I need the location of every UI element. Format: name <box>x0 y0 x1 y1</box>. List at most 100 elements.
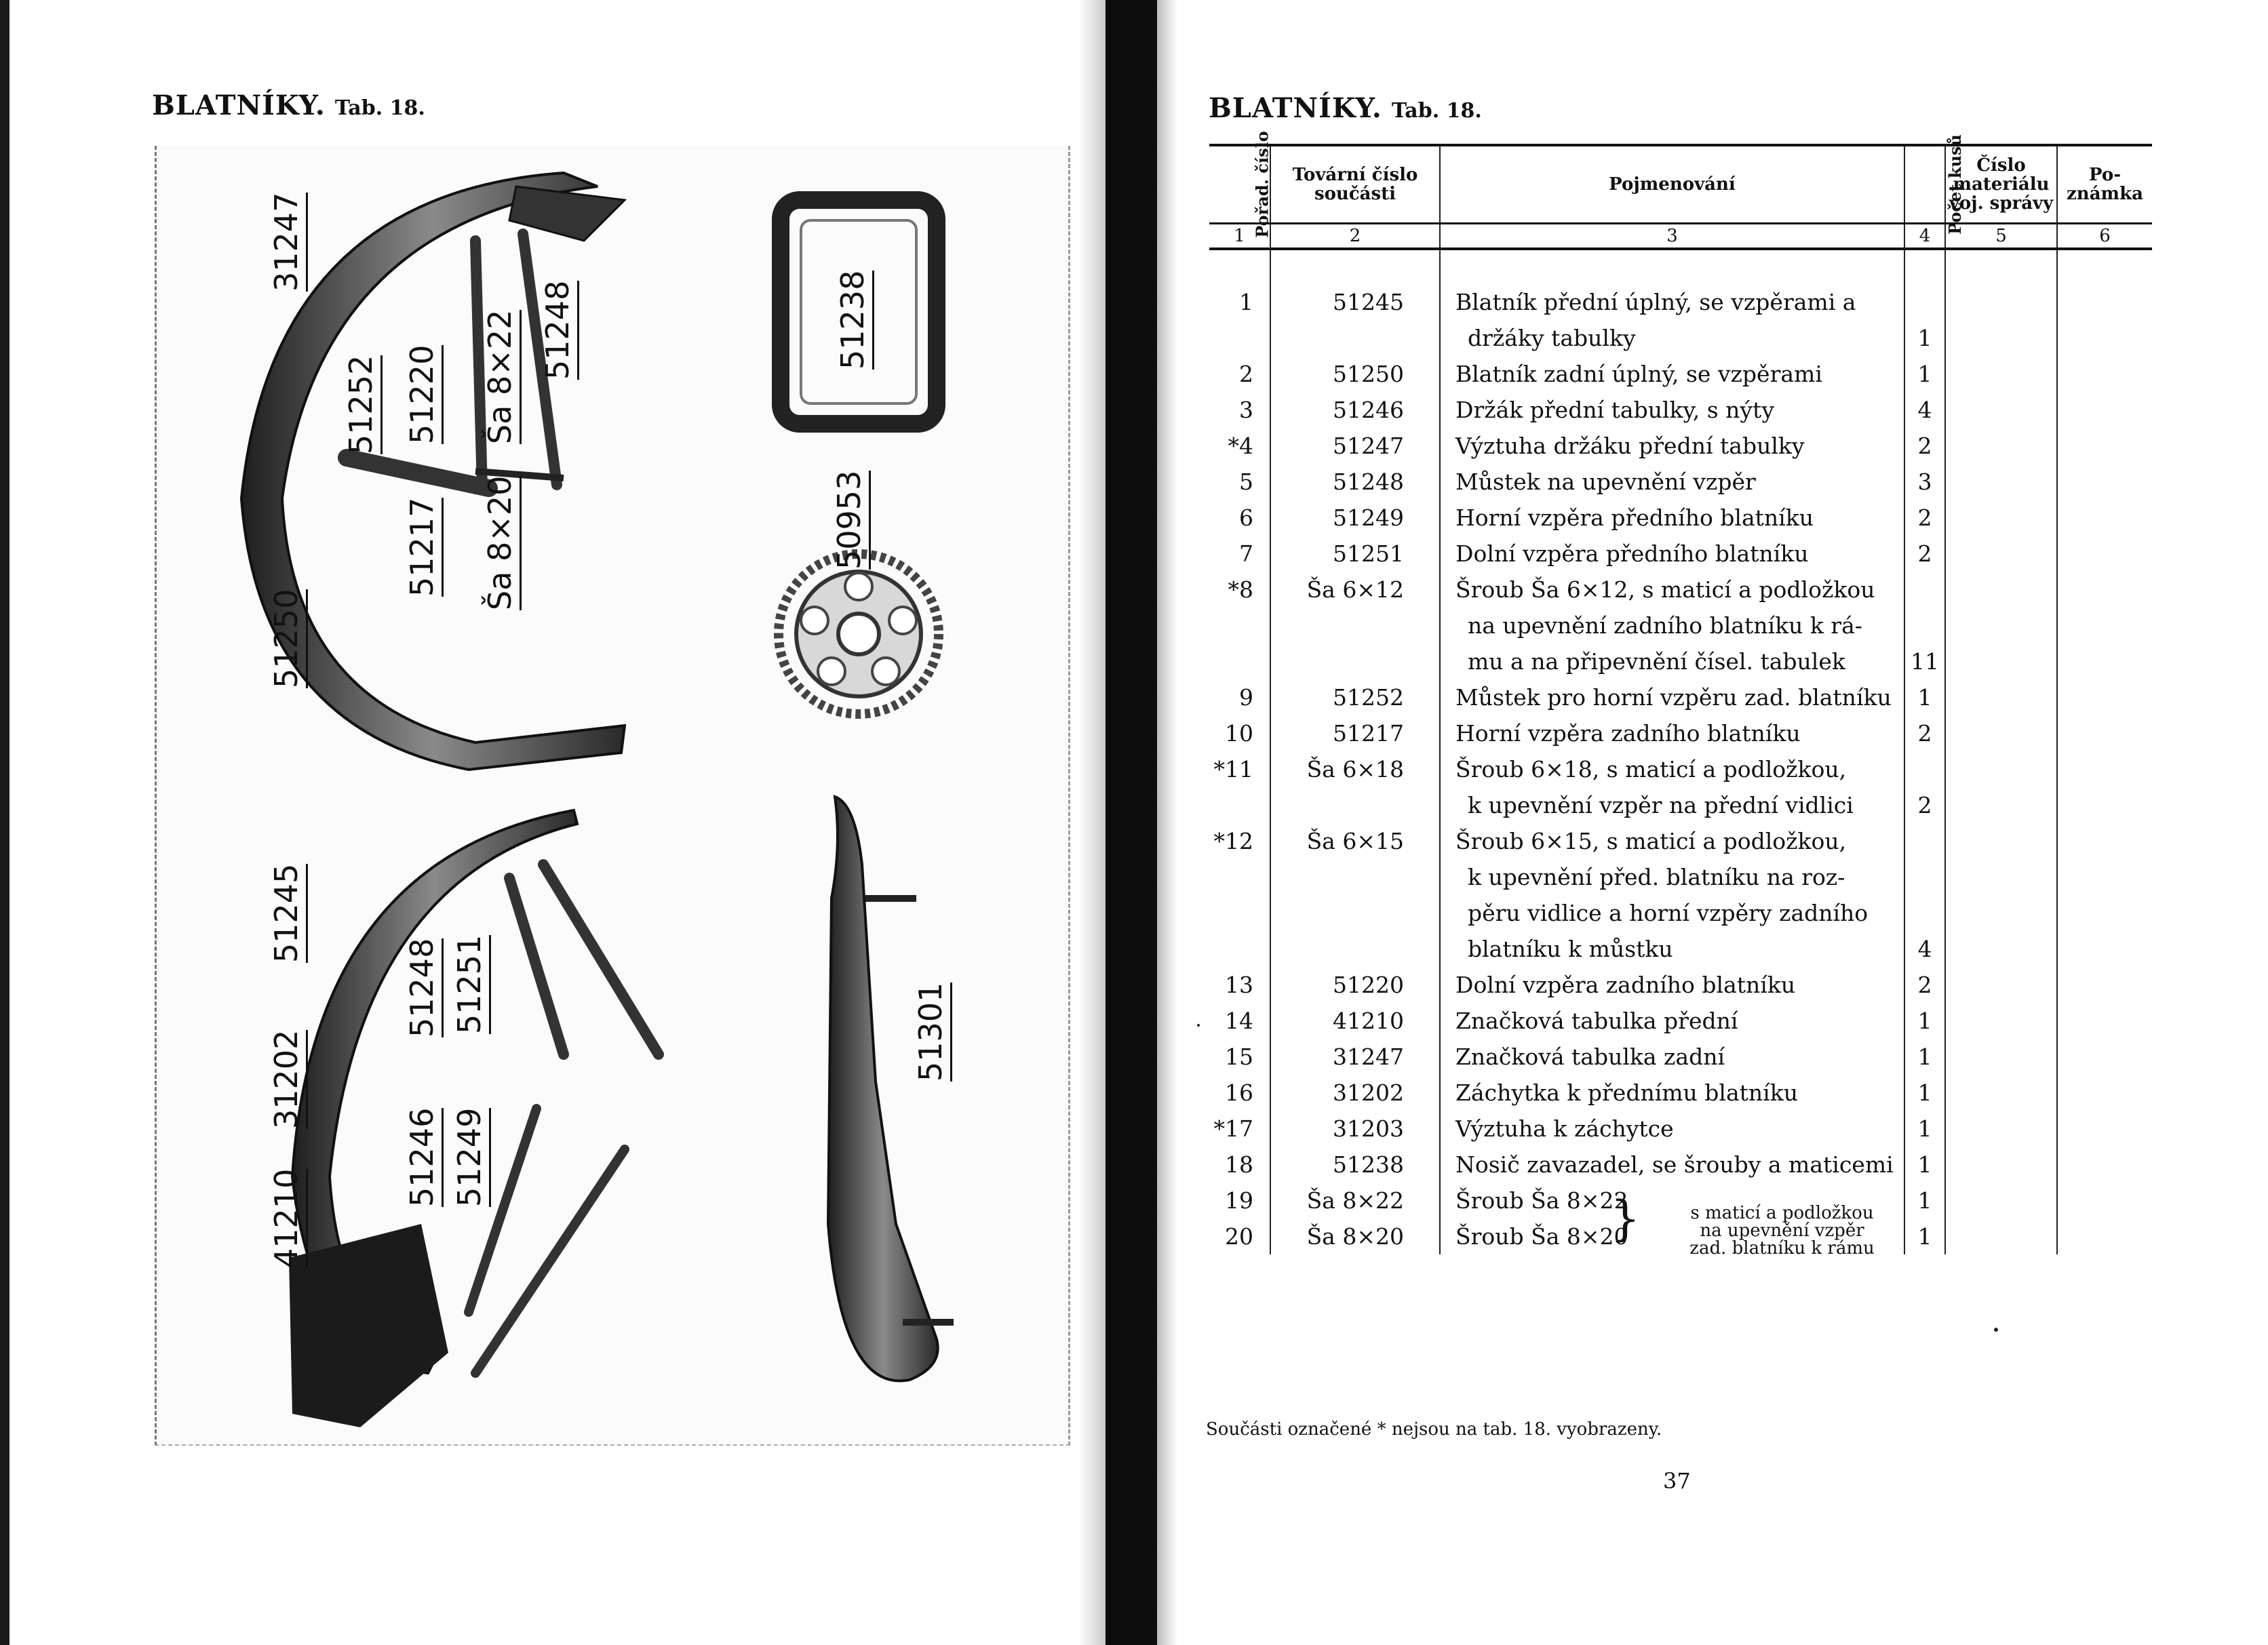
table-row: pěru vidlice a horní vzpěry zadního <box>1209 895 2152 931</box>
cell-note <box>2056 320 2152 356</box>
part-label: 51301 <box>912 982 952 1082</box>
cell-factory-number: 51251 <box>1270 536 1440 572</box>
scan-edge <box>0 0 9 1645</box>
cell-material-number <box>1944 572 2057 608</box>
cell-order-number: *12 <box>1213 828 1254 854</box>
cell-factory-number: Ša 8×22 <box>1270 1183 1440 1218</box>
cell-quantity: 2 <box>1904 715 1945 751</box>
header-name: Pojmenování <box>1439 144 1904 224</box>
cell-name: mu a na připevnění čísel. tabulek <box>1439 643 1904 679</box>
cell-factory-number: 51246 <box>1270 392 1440 428</box>
cell-material-number <box>1944 1111 2057 1147</box>
header-note: Po- známka <box>2056 144 2152 224</box>
cell-name: Šroub 6×18, s maticí a podložkou, <box>1439 751 1904 787</box>
cell-note <box>2056 464 2152 500</box>
footnote: Součásti označené * nejsou na tab. 18. v… <box>1206 1419 1662 1440</box>
cell-name: Šroub Ša 8×20 <box>1439 1218 1904 1254</box>
cell-note <box>2056 751 2152 787</box>
header-factory-number: Tovární číslo součásti <box>1270 144 1440 224</box>
cell-factory-number <box>1270 643 1440 679</box>
cell-quantity: 4 <box>1904 931 1945 967</box>
cell-material-number <box>1944 500 2057 536</box>
cell-order-number <box>1209 608 1270 643</box>
part-label: 50953 <box>831 470 871 570</box>
cell-order-number: 14 <box>1225 1008 1253 1034</box>
cell-name: Horní vzpěra předního blatníku <box>1439 500 1904 536</box>
cell-note <box>2056 500 2152 536</box>
cell-quantity: 1 <box>1904 1218 1945 1254</box>
cell-order-number: 2 <box>1239 361 1253 387</box>
chain-guard-drawing <box>826 795 954 1383</box>
cell-material-number <box>1944 1003 2057 1039</box>
cell-quantity: 1 <box>1904 356 1945 392</box>
cell-factory-number <box>1270 608 1440 643</box>
cell-quantity <box>1904 572 1945 608</box>
cell-name: Šroub 6×15, s maticí a podložkou, <box>1439 823 1904 859</box>
front-fender-drawing <box>289 808 664 1427</box>
cell-name: Šroub Ša 6×12, s maticí a podložkou <box>1439 572 1904 608</box>
cell-note <box>2056 392 2152 428</box>
cell-order-number <box>1209 643 1270 679</box>
scan-speck <box>1994 1328 1998 1332</box>
cell-factory-number: Ša 6×12 <box>1270 572 1440 608</box>
parts-drawing <box>239 171 954 1427</box>
cell-quantity <box>1904 859 1945 895</box>
cell-order-number: 1 <box>1239 289 1253 315</box>
header-quantity: Počet kusů <box>1904 134 1965 235</box>
cell-material-number <box>1944 787 2057 823</box>
cell-note <box>2056 823 2152 859</box>
cell-order-number: *4 <box>1228 433 1254 459</box>
cell-material-number <box>1944 1218 2057 1254</box>
column-number: 4 <box>1904 223 1945 250</box>
cell-quantity: 2 <box>1904 787 1945 823</box>
cell-factory-number: 51249 <box>1270 500 1440 536</box>
cell-name: pěru vidlice a horní vzpěry zadního <box>1439 895 1904 931</box>
table-spacer-row <box>1209 249 2152 284</box>
cell-factory-number: 51217 <box>1270 715 1440 751</box>
cell-name: Výztuha držáku přední tabulky <box>1439 428 1904 464</box>
spacer-cell <box>2056 249 2152 284</box>
cell-material-number <box>1944 931 2057 967</box>
cell-order-number <box>1209 320 1270 356</box>
cell-name: Dolní vzpěra předního blatníku <box>1439 536 1904 572</box>
cell-note <box>2056 679 2152 715</box>
cell-order-number <box>1209 931 1270 967</box>
cell-name: blatníku k můstku <box>1439 931 1904 967</box>
cell-material-number <box>1944 320 2057 356</box>
cell-note <box>2056 643 2152 679</box>
part-label: Ša 8×20 <box>482 475 522 610</box>
cell-name: na upevnění zadního blatníku k rá- <box>1439 608 1904 643</box>
part-label: 41210 <box>268 1168 308 1268</box>
cell-quantity: 11 <box>1904 643 1945 679</box>
cell-material-number <box>1944 608 2057 643</box>
cell-material-number <box>1944 356 2057 392</box>
column-number: 3 <box>1439 223 1904 250</box>
cell-note <box>2056 1183 2152 1218</box>
brace-note-line: na upevnění vzpěr <box>1700 1221 1864 1241</box>
part-label: 51245 <box>268 863 308 963</box>
part-label: 31247 <box>268 192 308 292</box>
cell-material-number <box>1944 1147 2057 1183</box>
cell-note <box>2056 895 2152 931</box>
table-row: na upevnění zadního blatníku k rá- <box>1209 608 2152 643</box>
cell-note <box>2056 715 2152 751</box>
cell-factory-number: 51238 <box>1270 1147 1440 1183</box>
cell-name: Horní vzpěra zadního blatníku <box>1439 715 1904 751</box>
cell-order-number: 18 <box>1225 1151 1253 1178</box>
cell-order-number: 16 <box>1225 1079 1253 1106</box>
cell-note <box>2056 608 2152 643</box>
cell-order-number <box>1209 859 1270 895</box>
cell-material-number <box>1944 464 2057 500</box>
cell-quantity: 1 <box>1904 1003 1945 1039</box>
cell-material-number <box>1944 1183 2057 1218</box>
part-label: 51248 <box>539 280 579 380</box>
